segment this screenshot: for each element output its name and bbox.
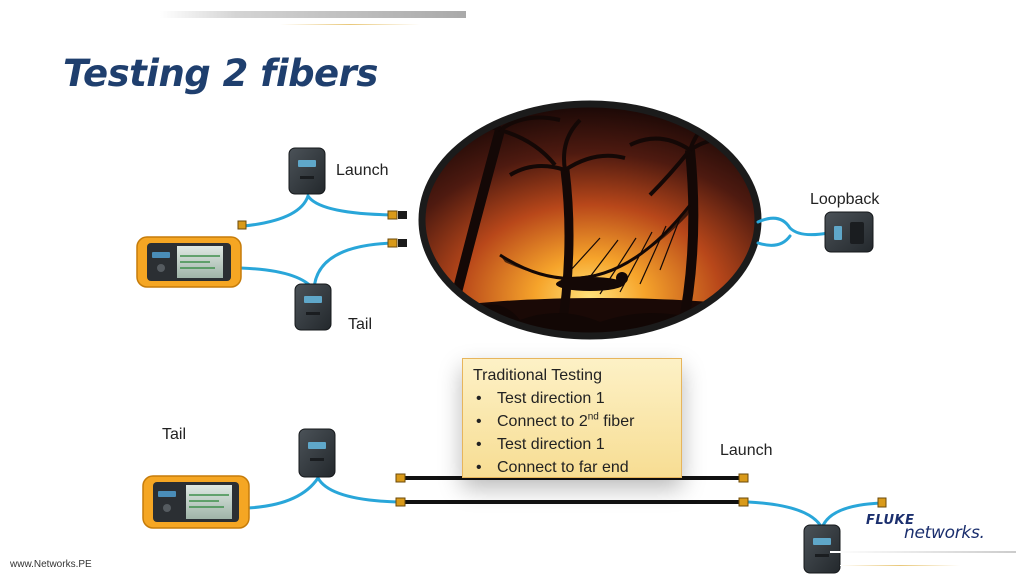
callout-item: Connect to far end [473,456,671,479]
slide-title: Testing 2 fibers [63,52,378,95]
fiber-connector-icon [237,210,407,248]
callout-item: Test direction 1 [473,387,671,410]
fiber-tester-icon [136,236,242,288]
tail-box-icon [298,428,336,478]
footer-url: www.Networks.PE [10,559,92,570]
callout-title: Traditional Testing [473,367,602,384]
decorative-bottom-line [830,551,1016,553]
launch-label-bottom: Launch [720,442,773,459]
callout-list: Test direction 1 Connect to 2nd fiber Te… [473,387,671,479]
callout-item: Connect to 2nd fiber [473,410,671,433]
launch-box-icon [803,524,841,574]
loopback-box-icon [824,211,874,253]
tail-box-icon [294,283,332,331]
decorative-top-bar [160,11,466,18]
fluke-networks-logo: FLUKE networks. [866,513,996,547]
callout-item: Test direction 1 [473,433,671,456]
fiber-lines [405,476,740,504]
fiber-spool-photo [418,100,762,340]
tail-label-top: Tail [348,316,373,333]
traditional-testing-callout: Traditional Testing Test direction 1 Con… [462,358,682,479]
loopback-label: Loopback [810,191,880,208]
tail-label-bottom: Tail [162,426,187,443]
decorative-top-line [280,24,420,25]
fiber-tester-icon [142,475,250,529]
decorative-bottom-gold-line [840,565,960,566]
launch-box-icon [288,147,326,195]
launch-label-top: Launch [336,162,389,179]
logo-networks: networks. [904,523,985,543]
logo-fluke: FLUKE [866,513,915,528]
